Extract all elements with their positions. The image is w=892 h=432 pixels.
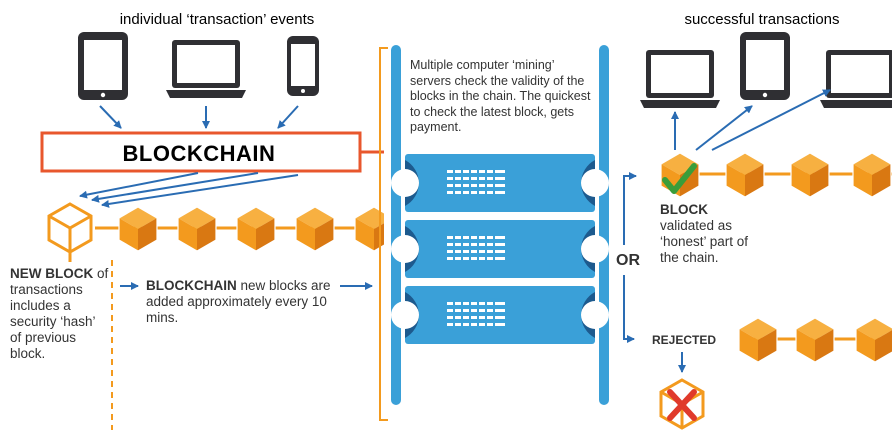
chain-block bbox=[855, 317, 892, 363]
transaction-events-title: individual ‘transaction’ events bbox=[120, 11, 315, 28]
rejected-label: REJECTED bbox=[652, 333, 716, 347]
chain-block bbox=[295, 206, 335, 252]
cross-icon bbox=[667, 389, 697, 421]
new-block-note: NEW BLOCK of transactions includes a sec… bbox=[10, 266, 110, 362]
server-icon bbox=[391, 154, 609, 212]
laptop-icon bbox=[820, 50, 892, 108]
chain-block bbox=[236, 206, 276, 252]
branch-arrows bbox=[623, 172, 637, 343]
tablet-icon bbox=[78, 32, 128, 100]
chain-block bbox=[118, 206, 158, 252]
chain-block bbox=[177, 206, 217, 252]
validated-note-text: validated as ‘honest’ part of the chain. bbox=[660, 218, 749, 265]
chain-block bbox=[738, 317, 778, 363]
success-arrows bbox=[671, 89, 831, 151]
validated-block bbox=[660, 152, 700, 198]
new-block-note-text: of transactions includes a security ‘has… bbox=[10, 266, 109, 361]
added-note-text: new blocks are added approximately every… bbox=[146, 278, 331, 325]
blockchain-banner bbox=[40, 131, 362, 173]
tablet-icon bbox=[740, 32, 790, 100]
laptop-icon bbox=[166, 40, 246, 98]
validated-note: BLOCK validated as ‘honest’ part of the … bbox=[660, 202, 760, 266]
successful-transactions-title: successful transactions bbox=[684, 11, 839, 28]
new-block-icon bbox=[47, 202, 93, 254]
chain-block bbox=[354, 206, 384, 252]
banner-to-block-arrows bbox=[79, 172, 299, 208]
chain-block bbox=[790, 152, 830, 198]
mining-note: Multiple computer ‘mining’ servers check… bbox=[410, 58, 591, 134]
added-note-bold: BLOCKCHAIN bbox=[146, 278, 237, 293]
or-label: OR bbox=[616, 252, 640, 269]
chain-block bbox=[795, 317, 835, 363]
checkmark-icon bbox=[662, 163, 697, 194]
chain-block bbox=[725, 152, 765, 198]
chain-block bbox=[852, 152, 892, 198]
server-icon bbox=[391, 220, 609, 278]
blockchain-banner-label: BLOCKCHAIN bbox=[123, 141, 276, 166]
laptop-icon bbox=[640, 50, 720, 108]
phone-icon bbox=[287, 36, 319, 96]
server-icon bbox=[391, 286, 609, 344]
device-arrows bbox=[99, 105, 299, 129]
mining-bracket bbox=[379, 47, 388, 421]
added-note: BLOCKCHAIN new blocks are added approxim… bbox=[146, 278, 341, 326]
validated-note-bold: BLOCK bbox=[660, 202, 708, 217]
new-block-note-bold: NEW BLOCK bbox=[10, 266, 94, 281]
